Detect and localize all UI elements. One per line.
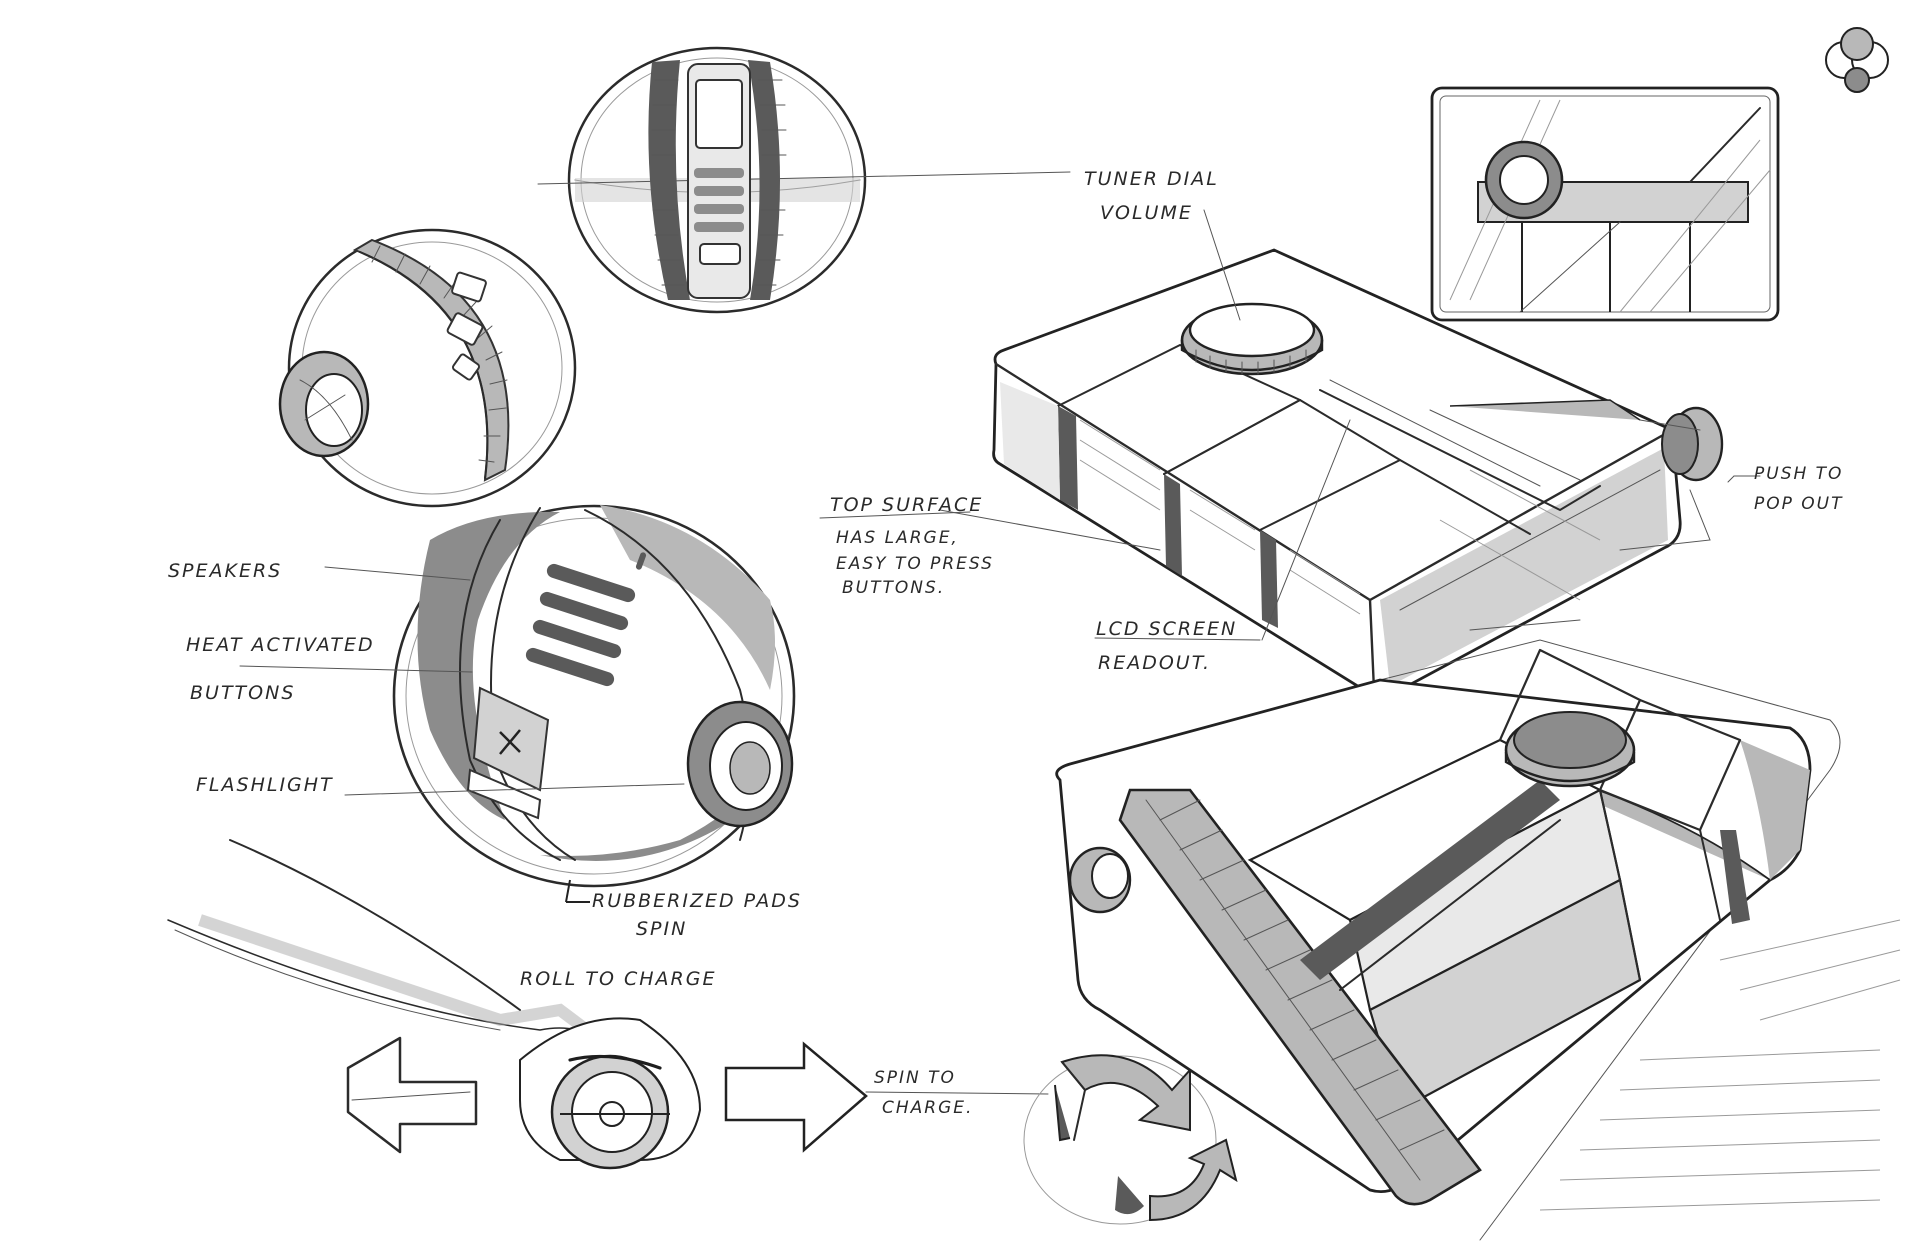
label-heat-activated: HEAT ACTIVATED xyxy=(186,634,375,656)
radio-device-bottom-sketch xyxy=(1055,619,1901,1241)
label-easy-to-press: EASY TO PRESS xyxy=(836,554,994,574)
label-buttons: BUTTONS xyxy=(190,682,296,704)
label-flashlight: FLASHLIGHT xyxy=(196,774,334,796)
label-speakers: SPEAKERS xyxy=(168,560,283,582)
spin-arrows-sketch xyxy=(1023,1054,1238,1225)
middle-sphere-sketch xyxy=(278,228,577,508)
large-sphere-sketch xyxy=(239,504,796,903)
roll-to-charge-sketch xyxy=(167,839,1049,1170)
label-buttons-line: BUTTONS. xyxy=(842,578,946,598)
label-roll-to-charge: ROLL TO CHARGE xyxy=(520,968,717,990)
label-spin: SPIN xyxy=(636,918,688,940)
label-tuner-dial: TUNER DIAL xyxy=(1084,168,1219,190)
label-rubberized-pads: RUBBERIZED PADS xyxy=(592,890,802,912)
label-volume: VOLUME xyxy=(1100,202,1193,224)
label-charge: CHARGE. xyxy=(882,1098,974,1118)
label-pop-out: POP OUT xyxy=(1754,494,1844,514)
logo-mark xyxy=(1825,27,1889,93)
label-has-large: HAS LARGE, xyxy=(836,528,959,548)
top-sphere-sketch xyxy=(537,46,1071,314)
label-lcd-screen: LCD SCREEN xyxy=(1096,618,1238,640)
label-push-to: PUSH TO xyxy=(1754,464,1844,484)
radio-device-top-sketch xyxy=(819,209,1761,696)
radio-device-elevation-sketch xyxy=(1430,86,1780,322)
label-spin-to: SPIN TO xyxy=(874,1068,956,1088)
label-top-surface: TOP SURFACE xyxy=(830,494,984,516)
label-readout: READOUT. xyxy=(1098,652,1212,674)
